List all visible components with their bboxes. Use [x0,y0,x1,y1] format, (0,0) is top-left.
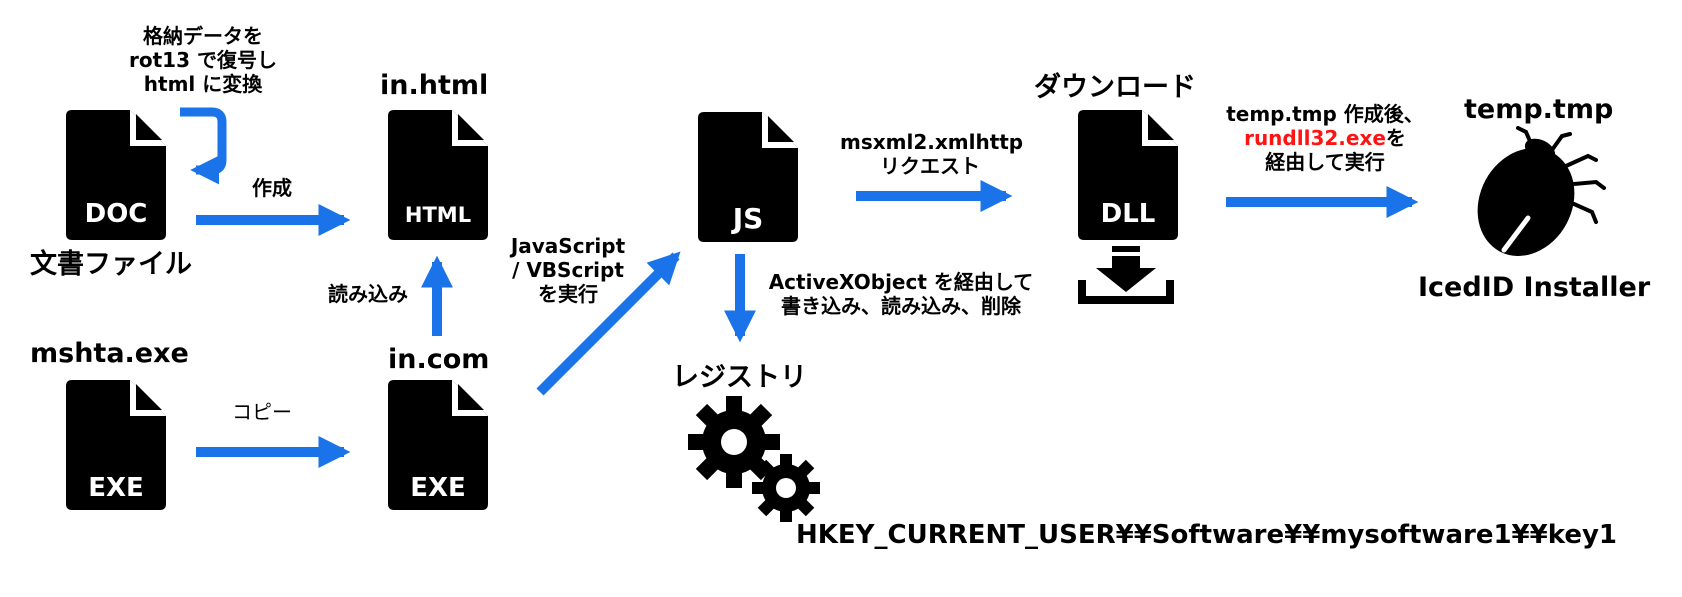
msxml-note: msxml2.xmlhttp リクエスト [840,130,1024,178]
dll-icon-text: DLL [1101,199,1156,229]
doc-label: 文書ファイル [30,249,192,280]
rot13-line-1: 格納データを [143,24,263,48]
arrow-exec-js [536,251,681,396]
activex-line-2: 書き込み、読み込み、削除 [781,294,1021,318]
exec-js-note: JavaScript / VBScript を実行 [498,234,638,306]
exe1-icon-text: EXE [88,473,144,503]
dll-label: ダウンロード [1034,72,1196,103]
temp-label: temp.tmp [1464,94,1614,125]
msxml-line-2: リクエスト [880,154,980,178]
run-line-3: 経由して実行 [1265,150,1385,174]
copy-label: コピー [232,400,292,424]
js-file-icon: JS [698,112,798,242]
run-line-1: temp.tmp 作成後、 [1226,102,1424,126]
rot13-line-2: rot13 で復号し [129,48,277,72]
read-label: 読み込み [328,282,408,306]
exec-js-line-2: / VBScript [512,258,624,282]
exe-file-icon: EXE [66,380,166,510]
doc-file-icon: DOC [66,110,166,240]
gears-icon [688,396,820,522]
run-line-2: rundll32.exeを [1220,126,1430,150]
exe1-label: mshta.exe [30,338,189,369]
create-label: 作成 [252,176,292,200]
rot13-note: 格納データを rot13 で復号し html に変換 [118,24,288,96]
bug-icon [1477,126,1606,256]
rot13-line-3: html に変換 [143,72,263,96]
activex-line-1: ActiveXObject を経由して [768,270,1034,294]
registry-key: HKEY_CURRENT_USER¥¥Software¥¥mysoftware1… [796,520,1617,550]
html-file-icon: HTML [388,110,488,240]
exe2-label: in.com [388,344,490,375]
js-icon-text: JS [731,202,764,235]
rundll32-text: rundll32.exe [1244,126,1386,150]
download-icon [1078,246,1174,304]
html-icon-text: HTML [405,203,471,227]
exec-js-line-3: を実行 [538,282,598,306]
exec-js-line-1: JavaScript [510,234,626,258]
com-file-icon: EXE [388,380,488,510]
activex-note: ActiveXObject を経由して 書き込み、読み込み、削除 [756,270,1046,318]
exe2-icon-text: EXE [410,473,466,503]
temp-caption: IcedID Installer [1418,272,1651,303]
dll-file-icon: DLL [1078,110,1178,240]
html-label: in.html [380,70,489,101]
run-line-2-rest: を [1385,126,1406,150]
msxml-line-1: msxml2.xmlhttp [840,130,1024,154]
arrow-rot13-loop [180,107,227,185]
run-note: temp.tmp 作成後、 rundll32.exeを 経由して実行 [1220,102,1430,174]
doc-icon-text: DOC [85,199,148,229]
registry-label: レジストリ [672,362,807,393]
